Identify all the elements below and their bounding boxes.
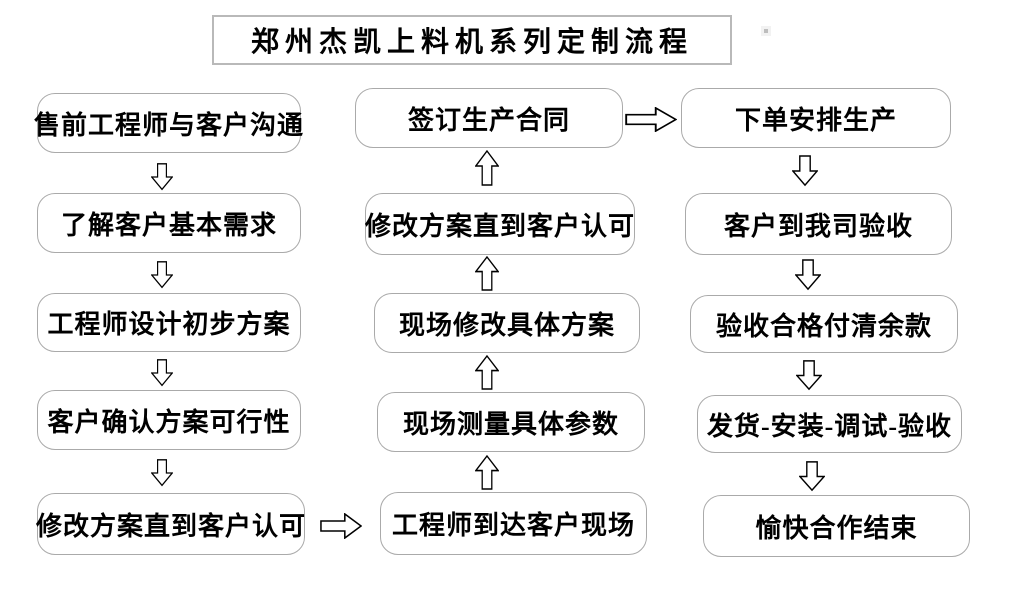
down-arrow-icon (795, 259, 821, 291)
flow-step-customer-acceptance: 客户到我司验收 (685, 193, 952, 255)
flow-step-initial-design: 工程师设计初步方案 (37, 293, 301, 352)
flow-step-cooperation-end: 愉快合作结束 (703, 495, 970, 557)
up-arrow-icon (475, 150, 499, 186)
up-arrow-icon (475, 355, 499, 390)
flow-step-revise-until-approved-onsite: 修改方案直到客户认可 (365, 193, 635, 255)
flow-step-engineer-arrives-onsite: 工程师到达客户现场 (380, 492, 647, 555)
right-arrow-icon (320, 513, 362, 539)
right-arrow-icon (625, 107, 677, 132)
down-arrow-icon (151, 163, 173, 191)
flowchart-title-box: 郑州杰凯上料机系列定制流程 (212, 15, 732, 65)
flow-step-confirm-feasibility: 客户确认方案可行性 (37, 390, 301, 450)
flow-step-onsite-revise-plan: 现场修改具体方案 (374, 293, 640, 353)
flow-step-presale-communication: 售前工程师与客户沟通 (34, 93, 303, 153)
down-arrow-icon (799, 461, 825, 492)
down-arrow-icon (796, 360, 822, 391)
flow-step-ship-install-debug-accept: 发货-安装-调试-验收 (697, 395, 962, 453)
stray-anchor-mark (761, 26, 771, 36)
up-arrow-icon (475, 455, 499, 490)
down-arrow-icon (151, 359, 173, 387)
flow-step-pay-balance: 验收合格付清余款 (690, 295, 958, 353)
flow-step-sign-contract: 签订生产合同 (355, 88, 623, 148)
flowchart-title: 郑州杰凯上料机系列定制流程 (250, 27, 693, 58)
down-arrow-icon (792, 155, 818, 187)
flow-step-onsite-measure-params: 现场测量具体参数 (377, 392, 645, 452)
flow-step-understand-needs: 了解客户基本需求 (37, 193, 301, 253)
down-arrow-icon (151, 261, 173, 289)
flow-step-revise-until-approved-presale: 修改方案直到客户认可 (36, 493, 305, 555)
down-arrow-icon (151, 459, 173, 487)
up-arrow-icon (475, 256, 499, 291)
flow-step-place-order: 下单安排生产 (681, 88, 951, 148)
